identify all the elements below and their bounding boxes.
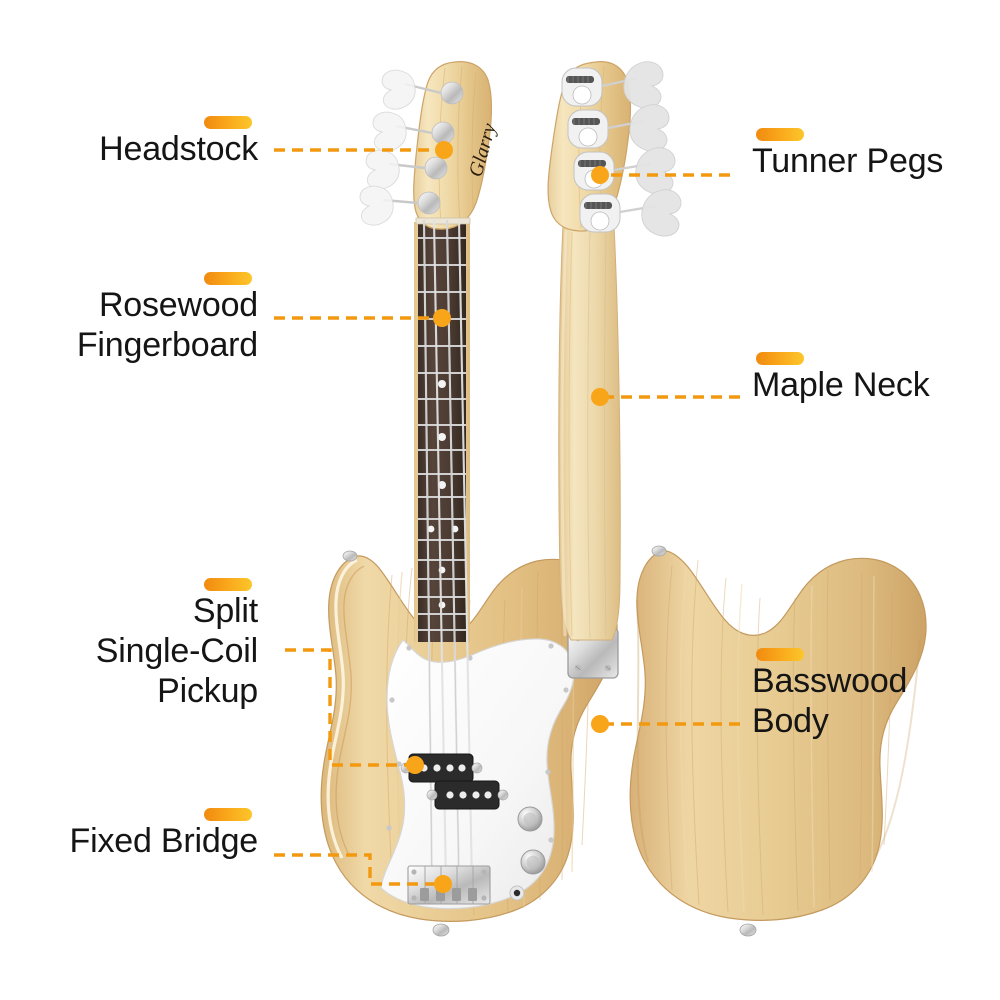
callout-headstock[interactable]: Headstock: [0, 116, 258, 169]
callout-fingerboard[interactable]: Rosewood Fingerboard: [0, 272, 258, 365]
callout-label-bridge: Fixed Bridge: [69, 822, 259, 860]
callout-label-pickup-line2: Single-Coil: [95, 632, 258, 670]
headstock-front: Glarry: [359, 61, 501, 230]
tuner-pegs-front: [359, 69, 464, 226]
callout-accent-bar: [204, 808, 252, 821]
callout-label-pickup-line1: Split: [192, 592, 258, 630]
control-knobs: [517, 806, 546, 875]
basswood-body-back: [629, 550, 927, 921]
neck-front: [414, 222, 470, 642]
callout-label-body-line2: Body: [752, 702, 829, 740]
callout-bridge[interactable]: Fixed Bridge: [0, 808, 258, 861]
fixed-bridge: [407, 865, 491, 905]
strap-button-back: [651, 545, 757, 937]
guitar-back-view: [547, 61, 927, 937]
guitar-front-view: Glarry: [320, 61, 618, 937]
callout-pickup[interactable]: Split Single-Coil Pickup: [0, 578, 258, 711]
callout-label-pickup-line3: Pickup: [157, 672, 258, 710]
headstock-back: [547, 61, 682, 237]
tuner-pegs-back: [561, 61, 682, 237]
callout-label-fingerboard-line2: Fingerboard: [76, 326, 258, 364]
callout-accent-bar: [204, 272, 252, 285]
split-single-coil-pickup: [400, 753, 509, 810]
output-jack: [509, 885, 525, 901]
callout-accent-bar: [756, 648, 804, 661]
maple-neck-back: [558, 224, 621, 641]
callout-body[interactable]: Basswood Body: [752, 648, 1000, 741]
callout-accent-bar: [204, 116, 252, 129]
callout-accent-bar: [756, 128, 804, 141]
callout-label-neck: Maple Neck: [752, 366, 930, 404]
callout-neck[interactable]: Maple Neck: [752, 352, 1000, 405]
callout-accent-bar: [204, 578, 252, 591]
callout-label-fingerboard-line1: Rosewood: [98, 286, 258, 324]
callout-tuners[interactable]: Tunner Pegs: [752, 128, 1000, 181]
callout-label-body-line1: Basswood: [752, 662, 908, 700]
callout-label-headstock: Headstock: [99, 130, 258, 168]
strap-button-front: [342, 550, 450, 937]
callout-accent-bar: [756, 352, 804, 365]
callout-label-tuners: Tunner Pegs: [752, 142, 944, 180]
